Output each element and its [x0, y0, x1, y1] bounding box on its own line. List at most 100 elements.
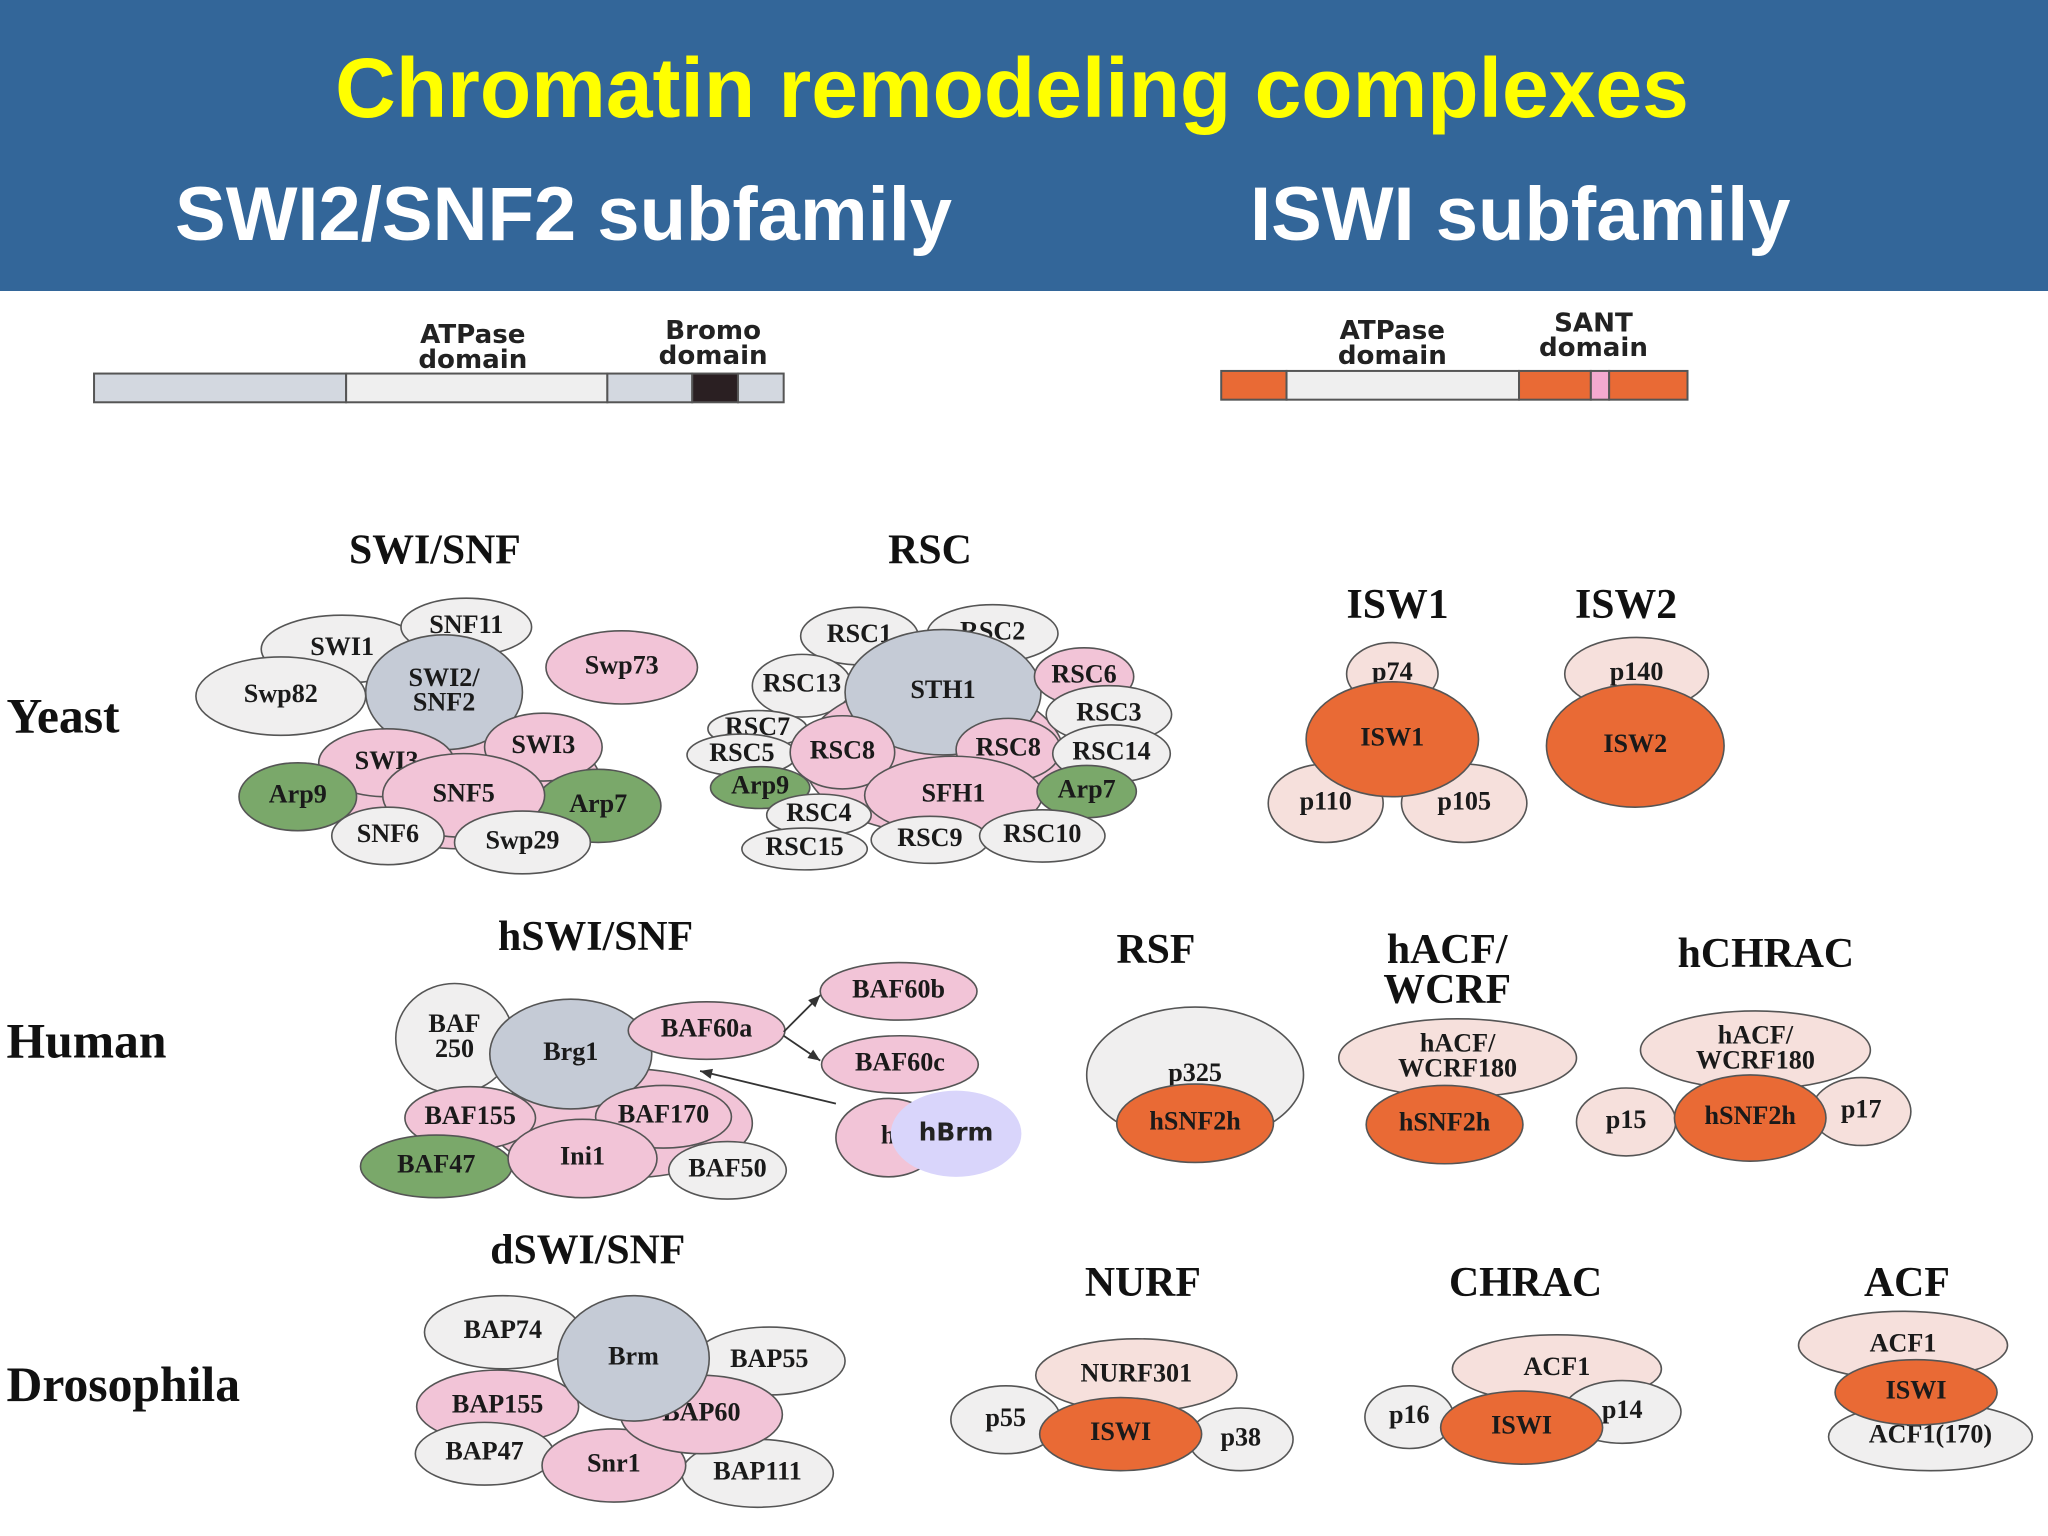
complex-title-acf: ACF — [1864, 1260, 1950, 1306]
subunit-shape — [978, 808, 1106, 863]
subunit-label: SNF6 — [357, 819, 419, 848]
subunit-baf155: BAF155 — [404, 1085, 537, 1151]
subunit-label: Brm — [608, 1341, 659, 1370]
subunit-label: BAP155 — [452, 1390, 543, 1419]
subunit-label: SWI3 — [511, 730, 575, 759]
subunit-label: hACF/WCRF180 — [1696, 1021, 1815, 1075]
subunit-label: RSC5 — [709, 738, 774, 767]
subunit-label: ISWI — [1090, 1417, 1151, 1446]
complex-title-swi-snf: SWI/SNF — [349, 527, 521, 573]
subunit-shape — [1673, 1074, 1827, 1162]
subunit-p38: p38 — [1187, 1407, 1294, 1472]
subunit-shape — [1365, 1084, 1524, 1165]
subunit-sfh1: SFH1 — [863, 755, 1044, 836]
subunit-shape — [1834, 1358, 1998, 1426]
subunit-label: Arp9 — [269, 780, 327, 809]
subunit-label: p105 — [1437, 786, 1491, 815]
subunit-label: hSNF2h — [1704, 1101, 1796, 1130]
subunit-label: RSC6 — [1051, 660, 1116, 689]
subunit-label: p17 — [1841, 1095, 1882, 1124]
subunit-p15: p15 — [1575, 1087, 1677, 1157]
subunit-shape — [1115, 1083, 1275, 1164]
iswi-subfamily-heading: ISWI subfamily — [1250, 172, 1791, 257]
subunit-baf60c: BAF60c — [820, 1034, 980, 1095]
complex-swi-snf: SWI/SNFSWI1SNF11Swp82SWI2/SNF2Swp73SWI3S… — [195, 527, 699, 875]
subunit-label: NURF301 — [1080, 1358, 1192, 1387]
subunit-shape — [541, 1428, 687, 1503]
subunit-arp9: Arp9 — [238, 761, 358, 832]
domain-segment — [1589, 369, 1611, 401]
domain-segment — [345, 372, 609, 404]
subunit-shape — [330, 806, 445, 866]
subunit-label: p14 — [1602, 1395, 1643, 1424]
subunit-label: BAF60a — [661, 1014, 752, 1043]
subunit-shape — [545, 630, 699, 705]
subunit-label: RSC9 — [897, 823, 962, 852]
subunit-label: p38 — [1220, 1422, 1261, 1451]
subunit-p17: p17 — [1810, 1076, 1912, 1147]
complex-title-isw2: ISW2 — [1575, 582, 1677, 628]
subunit-shape — [238, 761, 358, 832]
complex-title-rsc: RSC — [888, 527, 972, 573]
subunit-label: BAP74 — [464, 1315, 542, 1344]
subunit-snr1: Snr1 — [541, 1428, 687, 1503]
subunit-brg1: Brg1 — [488, 998, 653, 1110]
subunit-nurf301: NURF301 — [1034, 1337, 1238, 1413]
subunit-label: p325 — [1168, 1058, 1222, 1087]
subunit-label: p15 — [1606, 1105, 1647, 1134]
subunit-baf60b: BAF60b — [819, 961, 978, 1021]
swi2-domain-bar — [93, 372, 785, 404]
subunit-label: ISW1 — [1360, 722, 1424, 751]
domain-segment — [606, 372, 694, 404]
subunit-isw1: ISW1 — [1305, 680, 1480, 798]
subunit-label: BAP111 — [713, 1456, 802, 1485]
arrow-line — [699, 1070, 837, 1105]
subunit-label: Snr1 — [587, 1448, 641, 1477]
subunit-label: RSC3 — [1076, 697, 1141, 726]
subunit-shape — [890, 1090, 1022, 1177]
subunit-label: ACF1 — [1870, 1328, 1937, 1357]
subunit-label: BAF60c — [855, 1047, 945, 1076]
subunit-label: RSC15 — [765, 832, 843, 861]
subunit-bap47: BAP47 — [414, 1421, 555, 1486]
subunit-snf6: SNF6 — [330, 806, 445, 866]
subunit-label: hSNF2h — [1149, 1106, 1241, 1135]
header-banner: Chromatin remodeling complexes SWI2/SNF2… — [0, 0, 2048, 291]
subunit-label: RSC14 — [1072, 737, 1150, 766]
subunit-rsc8: RSC8 — [789, 714, 896, 790]
subunit-hsnf2h: hSNF2h — [1673, 1074, 1827, 1162]
subunit-shape — [819, 961, 978, 1021]
subunit-label: BAF50 — [688, 1153, 766, 1182]
complex-title-dswi-snf: dSWI/SNF — [490, 1227, 685, 1273]
subunit-label: Arp9 — [731, 771, 789, 800]
complex-title-nurf: NURF — [1085, 1260, 1201, 1306]
subunit-swp82: Swp82 — [195, 656, 367, 737]
subunit-bap111: BAP111 — [680, 1438, 835, 1509]
arrow-head — [700, 1068, 713, 1079]
domain-segment — [1285, 369, 1521, 401]
subunit-shape — [789, 714, 896, 790]
subunit-label: BAF155 — [425, 1101, 516, 1130]
subunit-acf1: ACF1 — [1797, 1310, 2009, 1381]
subunit-label: Arp7 — [569, 789, 627, 818]
subunit-rsc13: RSC13 — [751, 653, 853, 718]
subunit-label: BAF170 — [618, 1100, 709, 1129]
subunit-hbrm: hBrm — [890, 1090, 1022, 1177]
subunit-label: Ini1 — [560, 1142, 605, 1171]
subunit-label: Arp7 — [1058, 775, 1116, 804]
swi2-snf2-subfamily-heading: SWI2/SNF2 subfamily — [175, 172, 953, 257]
subunit-hacf-wcrf180: hACF/WCRF180 — [1639, 1010, 1872, 1091]
subunit-hsnf2h: hSNF2h — [1365, 1084, 1524, 1165]
subunit-label: Swp73 — [585, 650, 659, 679]
subunit-label: RSC8 — [810, 735, 875, 764]
